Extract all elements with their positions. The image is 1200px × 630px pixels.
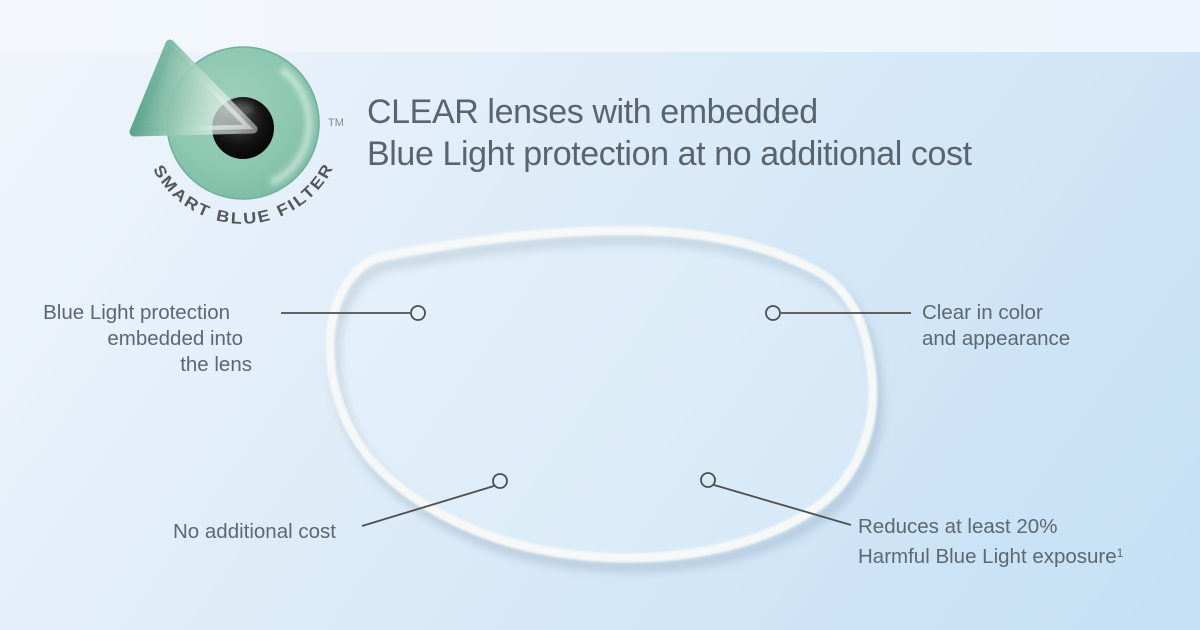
callout-marker-clear: [765, 305, 781, 321]
callout-clear-line1: Clear in color: [922, 301, 1043, 324]
callout-line-reduces: [713, 484, 852, 526]
background-top-strip: [0, 0, 1200, 52]
callout-embedded-line2: embedded into: [107, 327, 243, 350]
callout-clear-color: Clear in color and appearance: [922, 300, 1142, 352]
callout-embedded-line3: the lens: [180, 353, 252, 376]
callout-marker-reduces: [700, 472, 716, 488]
callout-cost-line1: No additional cost: [173, 520, 336, 543]
smart-blue-filter-logo: SMART BLUE FILTER TM: [129, 39, 344, 228]
logo-rim-highlight: [269, 66, 313, 187]
headline: CLEAR lenses with embedded Blue Light pr…: [367, 91, 1007, 175]
headline-line2: Blue Light protection at no additional c…: [367, 135, 972, 173]
callout-reduces-blue-light: Reduces at least 20% Harmful Blue Light …: [858, 514, 1138, 570]
callout-no-additional-cost: No additional cost: [173, 519, 393, 545]
callout-clear-line2: and appearance: [922, 327, 1071, 350]
trademark-symbol: TM: [328, 117, 344, 129]
callout-line-cost: [361, 485, 495, 527]
callout-reduces-line2-text: Harmful Blue Light exposure: [858, 545, 1117, 568]
callout-marker-cost: [492, 473, 508, 489]
callout-reduces-line1: Reduces at least 20%: [858, 515, 1058, 538]
callout-embedded-protection: Blue Light protection embedded into the …: [40, 300, 252, 378]
logo-beam-icon: [129, 39, 258, 137]
callout-marker-embedded: [410, 305, 426, 321]
headline-line1: CLEAR lenses with embedded: [367, 93, 818, 131]
footnote-marker: 1: [1116, 546, 1124, 560]
callout-reduces-line2: Harmful Blue Light exposure1: [858, 540, 1138, 570]
callout-embedded-line1: Blue Light protection: [43, 301, 230, 324]
lens-outline: [325, 225, 878, 563]
